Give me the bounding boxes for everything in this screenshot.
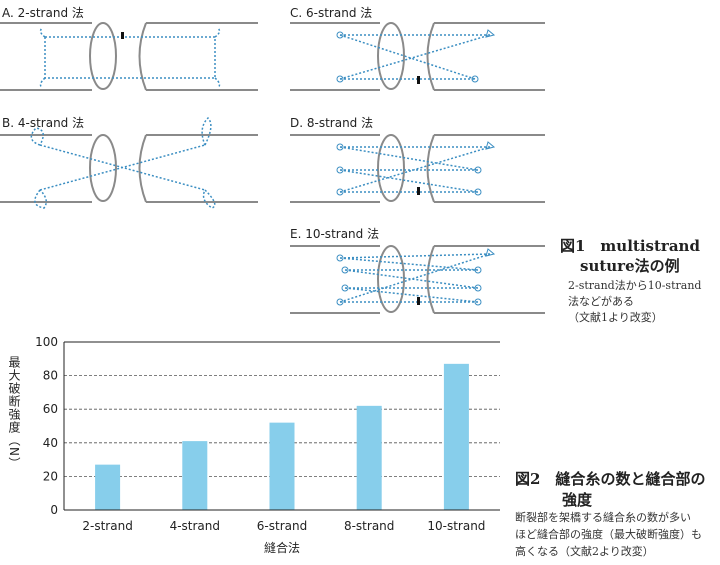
fig1-title-line1: 図1 multistrand (560, 237, 700, 255)
diagram-2-strand (0, 16, 258, 98)
bar (443, 363, 469, 510)
x-tick-label: 8-strand (344, 519, 394, 533)
bar (356, 405, 382, 510)
x-tick-label: 2-strand (82, 519, 132, 533)
bar (182, 441, 208, 510)
fig1-note-line1: 2-strand法から10-strand (568, 279, 702, 292)
diagram-6-strand (290, 16, 545, 98)
fig1-title-line2: suture法の例 (580, 257, 680, 275)
x-axis-label: 縫合法 (264, 540, 300, 555)
diagram-4-strand (0, 116, 258, 210)
diagram-10-strand (290, 239, 545, 321)
y-tick-label: 100 (35, 335, 58, 349)
fig2-note-line1: 断裂部を架橋する縫合糸の数が多い (515, 511, 691, 524)
y-tick-label: 80 (43, 369, 58, 383)
fig2-title-line2: 強度 (562, 491, 593, 509)
x-tick-label: 4-strand (170, 519, 220, 533)
panel-label-c: C. 6-strand 法 (290, 6, 373, 20)
bar (269, 422, 295, 510)
y-tick-label: 0 (50, 503, 58, 517)
fig2-note-line2: ほど縫合部の強度（最大破断強度）も (515, 528, 702, 541)
x-tick-label: 6-strand (257, 519, 307, 533)
fig1-note-line2: 法などがある (568, 295, 634, 308)
y-axis-label: 最大破断強度（N） (7, 356, 21, 470)
panel-label-b: B. 4-strand 法 (2, 116, 85, 130)
strength-bar-chart: 0 20 40 60 80 100 2-strand 4-strand 6-strand 8-st… (7, 335, 500, 555)
panel-label-e: E. 10-strand 法 (290, 227, 380, 241)
fig1-note-line3: （文献1より改変） (568, 311, 663, 324)
fig2-note-line3: 高くなる（文献2より改変） (515, 545, 654, 558)
x-tick-label: 10-strand (427, 519, 485, 533)
y-tick-label: 20 (43, 469, 58, 483)
panel-label-d: D. 8-strand 法 (290, 116, 374, 130)
suture-diagrams (0, 16, 545, 321)
y-tick-label: 60 (43, 402, 58, 416)
bar (95, 464, 121, 510)
fig2-title-line1: 図2 縫合糸の数と縫合部の (515, 470, 706, 488)
y-tick-label: 40 (43, 436, 58, 450)
panel-label-a: A. 2-strand 法 (2, 6, 84, 20)
diagram-8-strand (290, 128, 545, 210)
